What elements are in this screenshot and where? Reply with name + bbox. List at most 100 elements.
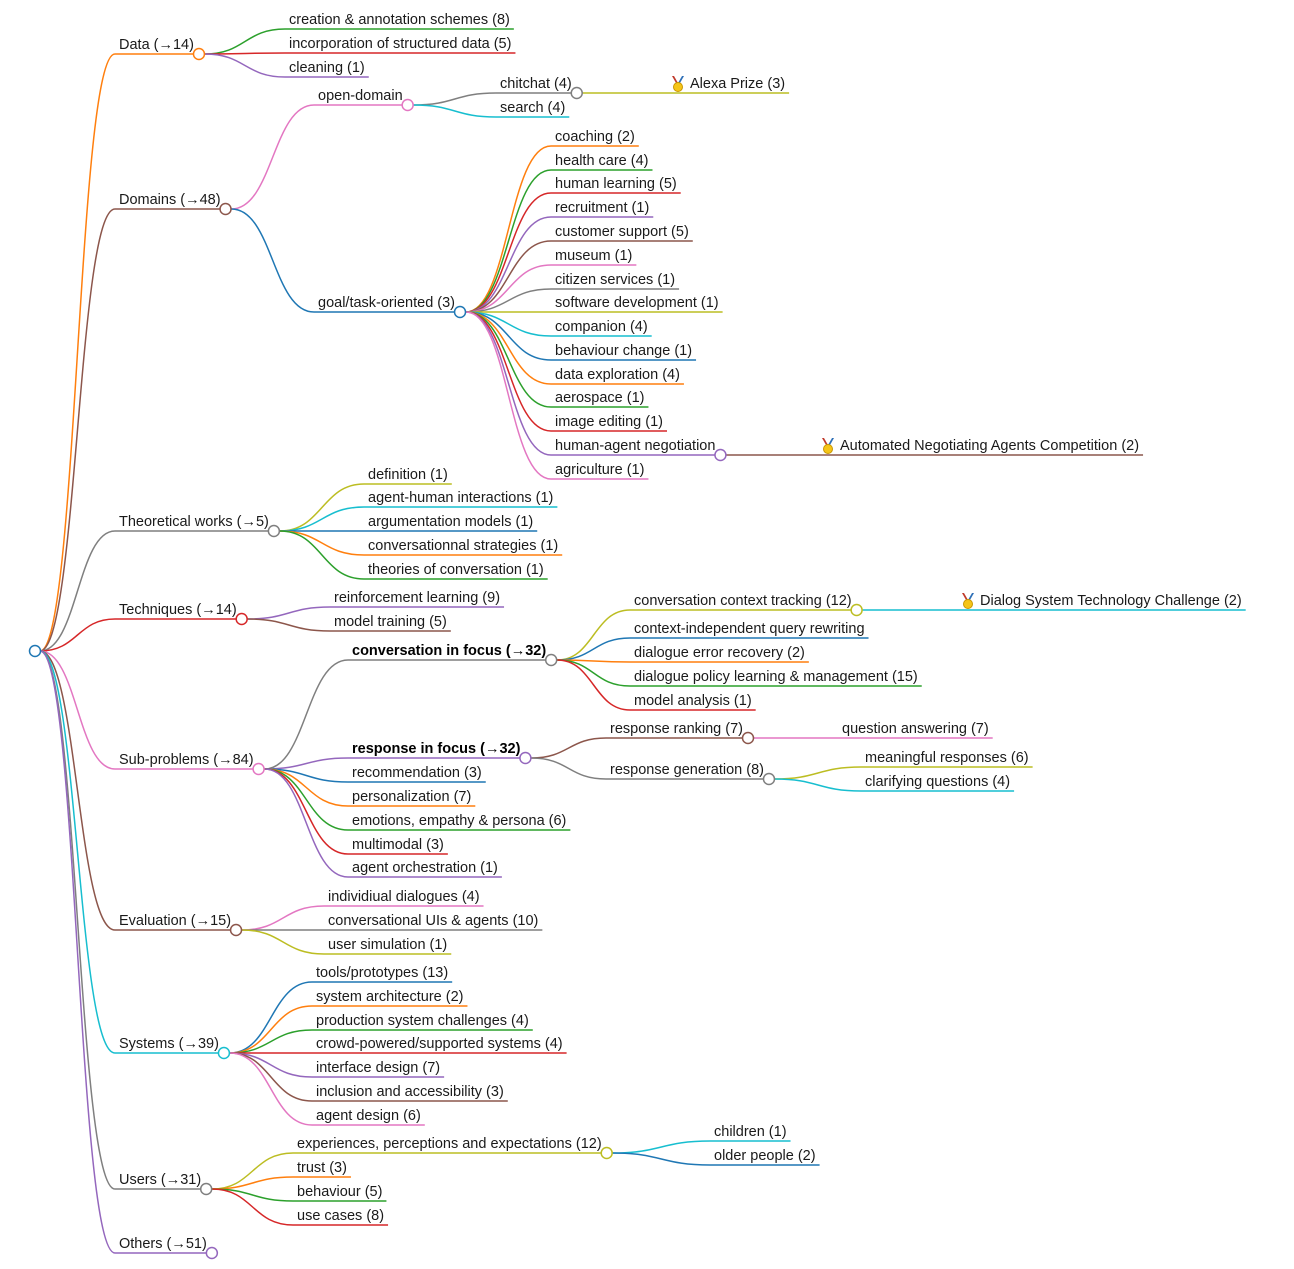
branch-link-g6 [466, 264, 552, 313]
node-toggle-open[interactable] [401, 98, 414, 112]
node-toggle-sys[interactable] [217, 1046, 231, 1060]
node-label-s6: multimodal (3) [352, 837, 444, 853]
node-label-c4: dialogue policy learning & management (1… [634, 669, 918, 685]
branch-link-s7 [264, 768, 349, 878]
node-toggle-tech[interactable] [235, 612, 248, 626]
node-toggle-g14[interactable] [714, 448, 727, 462]
node-label-g8: software development (1) [555, 295, 719, 311]
node-label-domains: Domains (→48) [119, 192, 221, 208]
medal-icon [672, 76, 684, 92]
node-label-qa: question answering (7) [842, 721, 989, 737]
node-label-s7: agent orchestration (1) [352, 860, 498, 876]
node-label-chitchat: chitchat (4) [500, 76, 572, 92]
branch-link-y2 [229, 1005, 313, 1054]
node-label-sub: Sub-problems (→84) [119, 752, 254, 768]
branch-link-eval [39, 650, 116, 931]
node-toggle-cif[interactable] [544, 653, 558, 667]
node-label-s4: personalization (7) [352, 789, 471, 805]
branch-link-data-1 [204, 28, 286, 55]
node-label-goal: goal/task-oriented (3) [318, 295, 455, 311]
mindmap-labels: Data (→14)creation & annotation schemes … [119, 12, 1242, 1252]
branch-link-g3 [466, 192, 552, 313]
branch-link-g13 [466, 311, 552, 432]
branch-link-u1 [212, 1152, 294, 1190]
node-label-y7: agent design (6) [316, 1108, 421, 1124]
branch-link-domains [39, 208, 116, 652]
node-toggle-others[interactable] [205, 1246, 219, 1260]
branch-link-cq [774, 778, 862, 792]
branch-link-open [231, 104, 315, 210]
branch-link-e3 [242, 929, 325, 955]
node-label-u2: trust (3) [297, 1160, 347, 1176]
node-label-g2: health care (4) [555, 153, 649, 169]
node-toggle-eval[interactable] [229, 923, 243, 937]
node-toggle-rg[interactable] [762, 772, 776, 786]
node-label-e1: individiual dialogues (4) [328, 889, 480, 905]
node-toggle-u1[interactable] [600, 1146, 613, 1160]
node-label-c3: dialogue error recovery (2) [634, 645, 805, 661]
branch-link-g14 [465, 311, 552, 456]
node-label-e3: user simulation (1) [328, 937, 447, 953]
node-toggle-data[interactable] [192, 47, 206, 61]
node-label-t1: definition (1) [368, 467, 448, 483]
branch-link-rg [531, 757, 607, 780]
node-label-dstc: Dialog System Technology Challenge (2) [980, 593, 1242, 609]
branch-link-u1a [612, 1140, 711, 1154]
branch-link-sub [39, 650, 116, 770]
node-label-g13: image editing (1) [555, 414, 663, 430]
node-toggle-sub[interactable] [252, 762, 265, 776]
node-label-tech: Techniques (→14) [119, 602, 237, 618]
node-label-t5: theories of conversation (1) [368, 562, 544, 578]
node-label-g5: customer support (5) [555, 224, 689, 240]
node-label-others: Others (→51) [119, 1236, 207, 1252]
node-label-u3: behaviour (5) [297, 1184, 382, 1200]
node-label-y4: crowd-powered/supported systems (4) [316, 1036, 563, 1052]
node-toggle-chitchat[interactable] [570, 86, 583, 100]
node-label-g3: human learning (5) [555, 176, 677, 192]
node-label-s3: recommendation (3) [352, 765, 482, 781]
branch-link-others [39, 650, 116, 1254]
medal-icon [962, 593, 974, 609]
branch-link-g10 [466, 311, 552, 361]
node-label-c1: conversation context tracking (12) [634, 593, 852, 609]
branch-link-g5 [466, 240, 552, 313]
node-label-data-1: creation & annotation schemes (8) [289, 12, 510, 28]
branch-link-cif [264, 659, 349, 770]
node-toggle-theory[interactable] [267, 524, 281, 538]
branch-link-g15 [465, 311, 552, 480]
node-toggle-c1[interactable] [850, 603, 863, 617]
node-label-g14: human-agent negotiation [555, 438, 715, 454]
node-label-theory: Theoretical works (→5) [119, 514, 269, 530]
node-label-c5: model analysis (1) [634, 693, 752, 709]
node-label-g6: museum (1) [555, 248, 632, 264]
branch-link-g1 [465, 145, 552, 313]
node-label-c2: context-independent query rewriting [634, 621, 865, 637]
node-label-sys: Systems (→39) [119, 1036, 219, 1052]
node-label-g10: behaviour change (1) [555, 343, 692, 359]
node-label-u1b: older people (2) [714, 1148, 816, 1164]
branch-link-chitchat [413, 92, 497, 106]
mindmap-links [39, 28, 1246, 1254]
branch-link-search [413, 104, 497, 118]
node-label-g15: agriculture (1) [555, 462, 644, 478]
branch-link-y6 [229, 1052, 313, 1102]
node-toggle-goal[interactable] [453, 305, 467, 319]
node-label-t2: agent-human interactions (1) [368, 490, 553, 506]
node-toggle-rr[interactable] [741, 731, 755, 745]
node-toggle-domains[interactable] [219, 202, 232, 216]
node-label-rr: response ranking (7) [610, 721, 743, 737]
node-toggle-users[interactable] [199, 1182, 213, 1196]
branch-link-tech [39, 618, 116, 652]
node-label-u1a: children (1) [714, 1124, 787, 1140]
root-node[interactable] [28, 644, 42, 658]
node-label-te2: model training (5) [334, 614, 447, 630]
node-label-data-3: cleaning (1) [289, 60, 365, 76]
branch-link-y7 [229, 1052, 313, 1126]
mindmap-nodes [28, 47, 863, 1260]
node-label-data-2: incorporation of structured data (5) [289, 36, 511, 52]
node-label-open: open-domain [318, 88, 403, 104]
node-label-cif: conversation in focus (→32) [352, 643, 546, 659]
node-toggle-rif[interactable] [519, 751, 532, 765]
node-label-g4: recruitment (1) [555, 200, 649, 216]
